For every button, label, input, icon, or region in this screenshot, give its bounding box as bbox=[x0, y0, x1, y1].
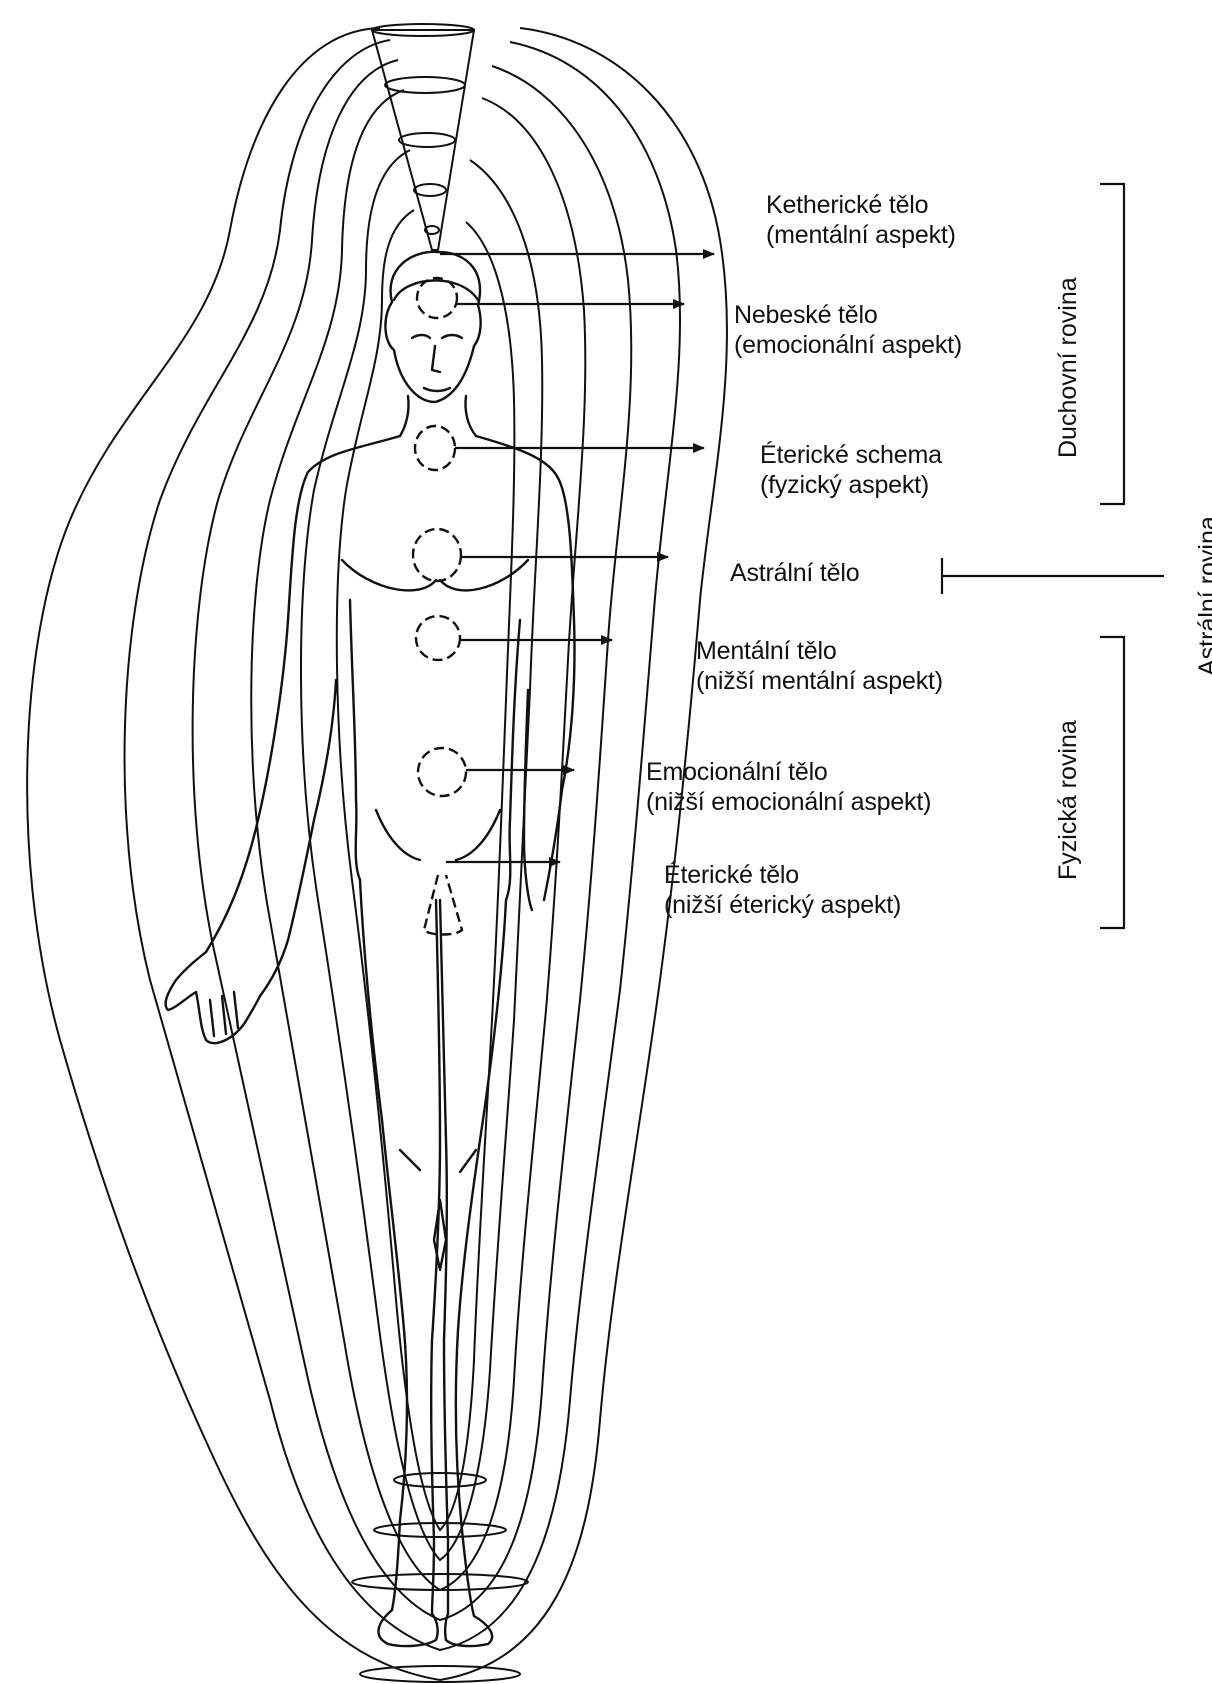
label-emotional-body: Emocionální tělo (nižší emocionální aspe… bbox=[646, 757, 931, 817]
label-line1: Éterické schema bbox=[760, 440, 942, 470]
crown-cone bbox=[372, 24, 474, 250]
aura-layer-5 bbox=[301, 150, 542, 1560]
aura-layer-1 bbox=[27, 28, 727, 1680]
aura-layer-2 bbox=[125, 40, 681, 1650]
label-celestial-body: Nebeské tělo (emocionální aspekt) bbox=[734, 300, 962, 360]
plane-brackets bbox=[942, 184, 1164, 928]
label-line1: Éterické tělo bbox=[664, 860, 901, 890]
label-etheric-body: Éterické tělo (nižší éterický aspekt) bbox=[664, 860, 901, 920]
chakras bbox=[413, 278, 466, 935]
human-figure bbox=[166, 252, 575, 1646]
label-line1: Mentální tělo bbox=[696, 636, 943, 666]
aura-layer-4 bbox=[251, 90, 585, 1590]
aura-layers bbox=[27, 28, 727, 1680]
label-line2: (mentální aspekt) bbox=[766, 220, 956, 250]
label-line1: Nebeské tělo bbox=[734, 300, 962, 330]
label-line2: (emocionální aspekt) bbox=[734, 330, 962, 360]
label-line1: Ketherické tělo bbox=[766, 190, 956, 220]
label-line2: (nižší éterický aspekt) bbox=[664, 890, 901, 920]
label-line1: Astrální tělo bbox=[730, 558, 859, 588]
plane-spiritual: Duchovní rovina bbox=[1054, 277, 1083, 458]
label-mental-body: Mentální tělo (nižší mentální aspekt) bbox=[696, 636, 943, 696]
label-line1: Emocionální tělo bbox=[646, 757, 931, 787]
aura-layer-6 bbox=[337, 210, 515, 1530]
label-line2: (fyzický aspekt) bbox=[760, 470, 942, 500]
plane-physical: Fyzická rovina bbox=[1054, 720, 1083, 880]
label-etheric-template: Éterické schema (fyzický aspekt) bbox=[760, 440, 942, 500]
label-ketheric-body: Ketherické tělo (mentální aspekt) bbox=[766, 190, 956, 250]
label-astral-body: Astrální tělo bbox=[730, 558, 859, 588]
label-line2: (nižší mentální aspekt) bbox=[696, 666, 943, 696]
plane-astral: Astrální rovina bbox=[1194, 516, 1212, 676]
label-line2: (nižší emocionální aspekt) bbox=[646, 787, 931, 817]
